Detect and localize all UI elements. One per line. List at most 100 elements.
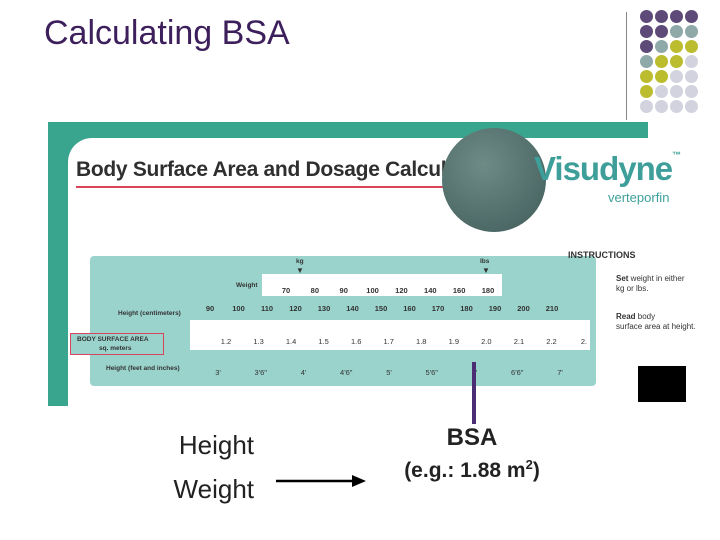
bsa-tick-label: 2.2: [546, 337, 557, 346]
bsa-tick-label: 2.: [580, 337, 588, 346]
height-ft-tick-label: 6'6": [511, 368, 524, 377]
header-underline: [76, 186, 496, 188]
weight-tick-label: 180: [481, 286, 495, 295]
decorative-dot: [640, 100, 653, 113]
decorative-dot: [685, 25, 698, 38]
height-ft-tick-label: 4'6": [340, 368, 353, 377]
height-cm-tick-label: 210: [545, 304, 559, 313]
instruction-set-line1: weight in either: [628, 274, 685, 283]
brand-name: Visudyne™: [534, 150, 681, 188]
decorative-dot: [655, 10, 668, 23]
height-ft-tick-label: 3': [215, 368, 221, 377]
height-cm-tick-label: 150: [374, 304, 388, 313]
right-arrow-icon: [276, 475, 366, 487]
weight-tick-label: 100: [366, 286, 379, 295]
decorative-dot: [670, 85, 683, 98]
weight-strip: [262, 274, 502, 296]
decorative-dot: [640, 55, 653, 68]
input-weight: Weight: [173, 474, 254, 504]
example-prefix: (e.g.: 1.88 m: [404, 459, 526, 482]
height-cm-tick-label: 140: [346, 304, 359, 313]
bsa-tick-label: 1.5: [318, 337, 329, 346]
decorative-dot: [685, 85, 698, 98]
bsa-tick-label: 1.6: [350, 337, 362, 346]
reading-cursor-line: [472, 362, 476, 424]
bsa-label-line1: BODY SURFACE AREA: [77, 336, 149, 343]
example-suffix: ): [532, 459, 540, 482]
bsa-label-box: BODY SURFACE AREA sq. meters: [70, 333, 164, 355]
height-ft-tick-label: 7': [557, 368, 563, 377]
brand-subtitle: verteporfin: [608, 190, 670, 205]
weight-tick-label: 120: [395, 286, 408, 295]
bsa-tick-label: 1.3: [253, 337, 264, 346]
decorative-dot: [655, 55, 668, 68]
weight-label: Weight: [236, 282, 258, 289]
decorative-dot: [670, 40, 683, 53]
height-ft-tick-label: 3'6": [254, 368, 267, 377]
instruction-read-bold: Read: [616, 312, 636, 321]
decorative-dot: [640, 25, 653, 38]
decorative-dot: [640, 40, 653, 53]
height-cm-tick-label: 90: [205, 304, 215, 313]
title-divider-line: [626, 12, 627, 120]
decorative-dot: [655, 40, 668, 53]
output-example: (e.g.: 1.88 m2): [404, 457, 540, 483]
decorative-dot: [640, 70, 653, 83]
decorative-dot: [685, 10, 698, 23]
weight-tick-label: 140: [424, 286, 437, 295]
height-ft-label: Height (feet and inches): [106, 365, 180, 372]
decorative-dot: [670, 55, 683, 68]
kg-label: kg: [296, 258, 304, 265]
calculator-image: Body Surface Area and Dosage Calculator …: [48, 122, 688, 406]
kg-marker-icon: ▼: [296, 266, 304, 275]
example-superscript: 2: [525, 457, 533, 472]
height-cm-tick-label: 120: [289, 304, 302, 313]
decorative-dot: [670, 10, 683, 23]
bsa-tick-label: 1.2: [220, 337, 232, 346]
weight-tick-label: 80: [310, 286, 320, 295]
input-height: Height: [178, 430, 254, 460]
decorative-dot: [640, 85, 653, 98]
height-cm-tick-label: 170: [431, 304, 445, 313]
decorative-dot: [655, 25, 668, 38]
decorative-dot: [670, 25, 683, 38]
decorative-dot: [640, 10, 653, 23]
bsa-tick-label: 2.1: [513, 337, 525, 346]
decorative-dot: [685, 70, 698, 83]
weight-tick-label: 90: [339, 286, 348, 295]
brand-name-text: Visudyne: [534, 150, 673, 187]
weight-tick-label: 160: [452, 286, 466, 295]
bsa-tick-label: 2.0: [481, 337, 492, 346]
trademark-symbol: ™: [672, 150, 681, 160]
lbs-label: lbs: [480, 258, 490, 265]
instruction-set-bold: Set: [616, 274, 629, 283]
height-cm-tick-label: 110: [260, 304, 274, 313]
height-cm-tick-label: 190: [488, 304, 502, 313]
height-cm-tick-label: 160: [403, 304, 416, 313]
black-box: [638, 366, 686, 402]
instruction-read: Read body surface area at height.: [616, 312, 696, 332]
brand-circle-logo: [442, 128, 546, 232]
calculator-header: Body Surface Area and Dosage Calculator: [76, 158, 485, 181]
instruction-read-line1: body: [635, 312, 656, 321]
lbs-marker-icon: ▼: [482, 266, 490, 275]
decorative-dot: [685, 100, 698, 113]
instructions-title: INSTRUCTIONS: [568, 250, 636, 260]
decorative-dot: [685, 55, 698, 68]
instruction-read-line2: surface area at height.: [616, 322, 696, 331]
height-cm-label: Height (centimeters): [118, 310, 181, 317]
output-bsa: BSA: [446, 424, 498, 451]
height-cm-tick-label: 180: [460, 304, 473, 313]
height-ft-tick-label: 4': [300, 368, 307, 377]
instruction-set-line2: kg or lbs.: [616, 284, 649, 293]
bsa-tick-label: 1.9: [448, 337, 460, 346]
height-cm-tick-label: 100: [232, 304, 245, 313]
height-cm-tick-label: 130: [317, 304, 331, 313]
slide-title: Calculating BSA: [44, 14, 290, 52]
bsa-tick-label: 1.7: [383, 337, 394, 346]
height-cm-tick-label: 200: [517, 304, 530, 313]
decorative-dot: [670, 70, 683, 83]
decorative-dot: [670, 100, 683, 113]
decorative-dot: [685, 40, 698, 53]
